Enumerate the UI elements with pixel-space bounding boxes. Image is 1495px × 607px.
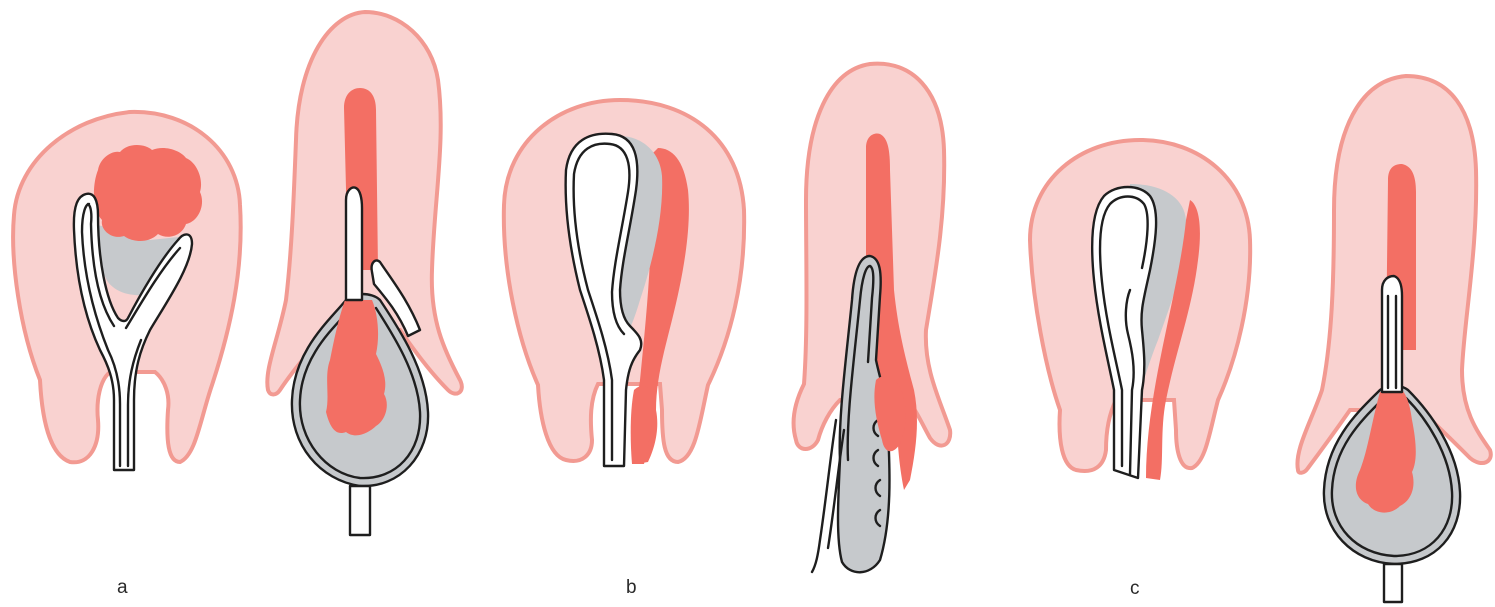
- panel-b-left: [504, 100, 744, 466]
- panel-c-right: [1297, 76, 1490, 602]
- neck-tube: [346, 188, 362, 301]
- panel-c-left: [1030, 140, 1250, 480]
- panel-a-left: [13, 112, 241, 470]
- panel-label-a: a: [117, 577, 128, 599]
- stalk: [1384, 564, 1402, 602]
- stalk: [350, 486, 370, 535]
- neck-tube: [1382, 276, 1402, 392]
- panel-b-right: [794, 64, 951, 573]
- panel-label-c: c: [1130, 578, 1140, 600]
- panel-label-b: b: [626, 577, 637, 599]
- panel-a-right: [267, 12, 462, 535]
